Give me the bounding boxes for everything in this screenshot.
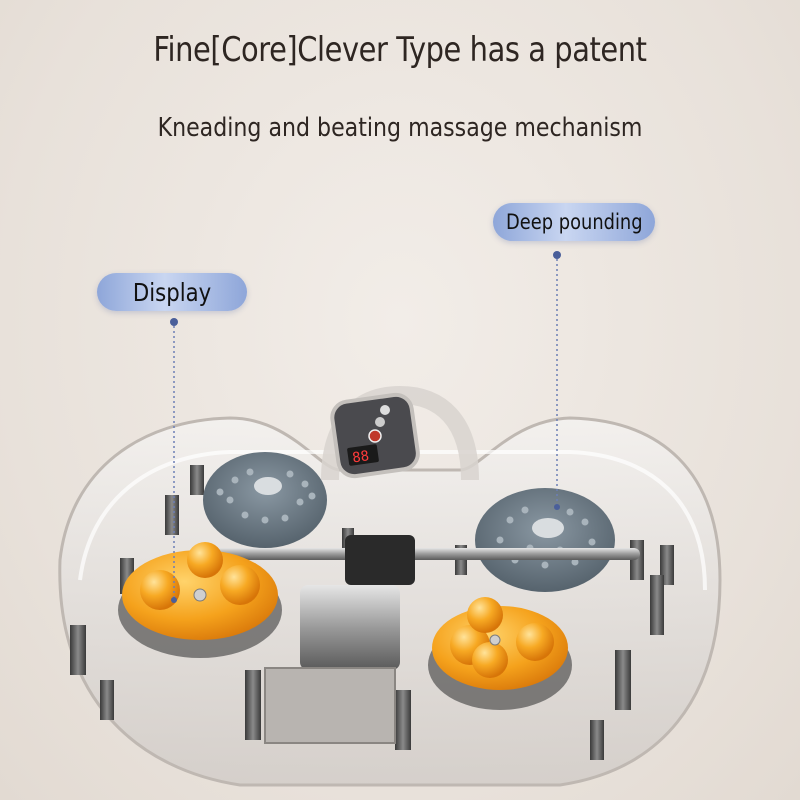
- callout-leader-pounding: [553, 251, 561, 510]
- support-posts: [70, 465, 674, 760]
- led-display: [347, 444, 379, 466]
- base-block: [264, 667, 396, 744]
- heat-icon: [368, 429, 382, 443]
- callout-deep-pounding: Deep pounding: [493, 203, 655, 241]
- left-kneading-head: [118, 542, 282, 658]
- subheadline: Kneading and beating massage mechanism: [157, 113, 643, 143]
- left-pad: [203, 452, 327, 548]
- power-icon: [380, 405, 390, 415]
- callout-display: Display: [97, 273, 247, 311]
- callout-display-label: Display: [132, 277, 212, 307]
- mode-icon: [375, 417, 385, 427]
- right-kneading-head: [428, 597, 572, 710]
- motor: [300, 585, 400, 670]
- right-pad: [475, 488, 615, 592]
- callout-deep-pounding-label: Deep pounding: [505, 210, 643, 234]
- gearbox: [345, 535, 415, 585]
- headline: Fine[Core]Clever Type has a patent: [153, 30, 647, 70]
- axle: [200, 548, 640, 560]
- led-readout: 88: [351, 448, 370, 466]
- callout-leader-display: [170, 318, 178, 603]
